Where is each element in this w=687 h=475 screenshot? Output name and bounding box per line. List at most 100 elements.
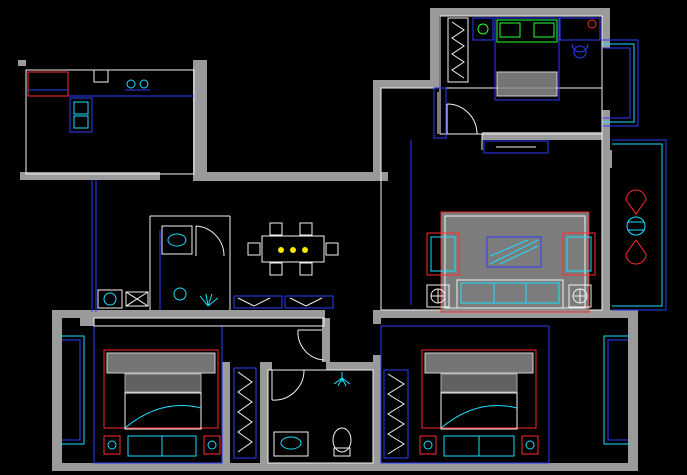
kitchen-outline xyxy=(25,69,195,175)
wall-segment xyxy=(260,362,272,370)
armchair-icon xyxy=(571,43,589,59)
master-bedroom-furniture xyxy=(433,17,601,154)
lamp-icon xyxy=(477,23,489,35)
lamp-icon xyxy=(587,19,597,29)
bathroom-fixtures xyxy=(97,225,225,309)
balcony-outline xyxy=(612,143,663,307)
sofa-icon xyxy=(456,279,564,309)
plant-icon xyxy=(278,247,308,253)
window-icon xyxy=(602,43,635,123)
window-icon xyxy=(602,39,639,127)
center-bathroom-fixtures xyxy=(273,372,352,457)
refrigerator-icon xyxy=(93,69,109,83)
nightstand-icon xyxy=(419,435,437,455)
lamp-icon xyxy=(568,284,592,308)
lamp-icon xyxy=(207,440,217,450)
master-bedroom-outline xyxy=(439,15,603,135)
wall-segment xyxy=(628,310,638,470)
washbasin-icon xyxy=(280,436,302,450)
bed-icon xyxy=(103,349,219,430)
wall-segment xyxy=(18,60,26,66)
wall-segment xyxy=(430,8,610,16)
window-icon xyxy=(60,335,85,445)
wall-segment xyxy=(373,310,610,318)
wall-segment xyxy=(193,172,388,181)
walls xyxy=(18,8,638,471)
wardrobe-icon xyxy=(383,369,409,459)
wall-segment xyxy=(260,362,268,463)
bed-icon xyxy=(421,349,537,430)
shower-icon xyxy=(333,372,351,387)
bedroom-right-outline xyxy=(380,325,550,464)
wall-segment xyxy=(602,135,610,315)
door-swing-icon xyxy=(195,225,225,257)
kitchen-fixtures xyxy=(69,79,150,133)
wall-segment xyxy=(322,318,330,362)
kitchen-cabinet xyxy=(27,71,69,97)
sink-icon xyxy=(69,97,93,133)
bed-icon xyxy=(494,17,560,101)
dining-table-icon xyxy=(247,222,339,276)
nightstand-icon xyxy=(521,435,539,455)
tv-cabinet-icon xyxy=(237,297,271,307)
wardrobe-icon xyxy=(387,373,405,455)
lamp-icon xyxy=(173,287,187,301)
door-swing-icon xyxy=(446,103,478,135)
nightstand-icon xyxy=(472,17,494,41)
living-room-furniture xyxy=(426,211,596,313)
washbasin-icon xyxy=(161,225,193,255)
wall-segment xyxy=(373,80,381,180)
balcony-furniture xyxy=(625,189,647,265)
wall-segment xyxy=(52,310,62,470)
corridor-line xyxy=(93,317,325,327)
wall-segment xyxy=(80,310,325,318)
wall-segment xyxy=(430,8,439,88)
toilet-icon xyxy=(333,447,351,457)
wardrobe-icon xyxy=(447,17,469,83)
wall-segment xyxy=(602,8,610,48)
lamp-icon xyxy=(525,440,535,450)
chair-icon xyxy=(625,189,647,215)
bedroom-left-furniture xyxy=(103,349,257,459)
coffee-table-icon xyxy=(626,216,646,236)
washing-machine-icon xyxy=(125,291,149,307)
window-icon xyxy=(603,335,630,445)
wall-segment xyxy=(20,172,160,180)
washbasin-icon xyxy=(273,431,309,457)
door-swing-icon xyxy=(271,369,305,401)
window-icon xyxy=(62,339,81,441)
tv-cabinet-icon xyxy=(289,297,323,307)
plant-icon xyxy=(199,293,219,307)
nightstand-icon xyxy=(103,435,121,455)
gas-stove-icon xyxy=(125,79,150,91)
wall-segment xyxy=(482,132,610,140)
washing-machine-icon xyxy=(97,289,123,309)
wardrobe-icon xyxy=(237,371,253,453)
lamp-icon xyxy=(426,284,450,308)
wall-segment xyxy=(373,80,437,88)
wall-segment xyxy=(52,310,90,318)
nightstand-icon xyxy=(203,435,221,455)
coffee-table-icon xyxy=(440,211,590,313)
lamp-icon xyxy=(423,440,433,450)
wall-segment xyxy=(326,362,376,370)
toilet-icon xyxy=(332,427,352,453)
bathroom-outline xyxy=(267,369,374,464)
wall-segment xyxy=(52,463,638,471)
washbasin-icon xyxy=(167,233,187,247)
wardrobe-icon xyxy=(233,367,257,459)
bedroom-left-outline xyxy=(93,325,223,464)
armchair-icon xyxy=(562,232,596,276)
wall-segment xyxy=(193,60,207,180)
chair-icon xyxy=(625,239,647,265)
washing-machine-icon xyxy=(103,292,117,306)
window-icon xyxy=(602,47,631,119)
armchair-icon xyxy=(426,232,460,276)
balcony-outline xyxy=(612,139,667,311)
chair-icon xyxy=(247,222,339,276)
window-icon xyxy=(607,339,628,441)
bedroom-right-furniture xyxy=(383,349,539,459)
tv-cabinet-icon xyxy=(483,140,549,154)
